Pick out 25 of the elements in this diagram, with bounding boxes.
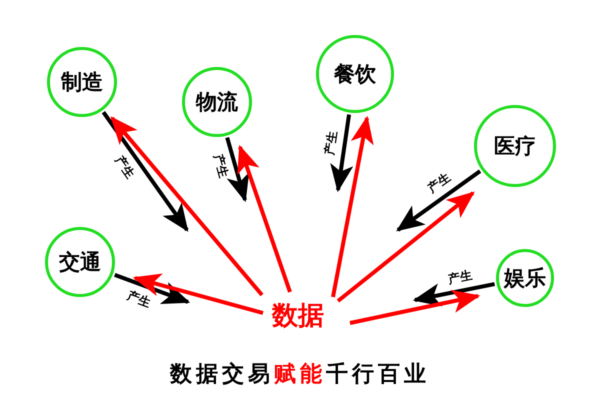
data-label: 数据 xyxy=(272,303,324,329)
arrow xyxy=(330,114,354,192)
arrow xyxy=(237,144,292,293)
arrow xyxy=(396,169,482,232)
industry-label: 制造 xyxy=(61,72,103,92)
industry-label: 娱乐 xyxy=(504,268,546,288)
arrow xyxy=(350,290,480,325)
edge-label: 产生 xyxy=(212,152,230,181)
industry-label: 物流 xyxy=(196,92,238,112)
industry-label: 交通 xyxy=(59,252,101,272)
industry-label: 餐饮 xyxy=(334,64,376,84)
arrow xyxy=(114,272,190,304)
edge-label: 产生 xyxy=(322,128,339,156)
arrow xyxy=(110,116,264,296)
arrow xyxy=(336,191,475,303)
arrow xyxy=(102,111,189,232)
industry-label: 医疗 xyxy=(494,136,536,156)
edge-label: 产生 xyxy=(446,268,474,286)
arrow xyxy=(132,274,264,315)
edge-label: 产生 xyxy=(425,170,454,196)
title: 数据交易赋能千行百业 xyxy=(168,360,431,389)
arrow xyxy=(331,116,374,298)
arrow xyxy=(225,137,250,202)
edge-label: 产生 xyxy=(124,288,154,309)
arrow xyxy=(412,282,495,306)
